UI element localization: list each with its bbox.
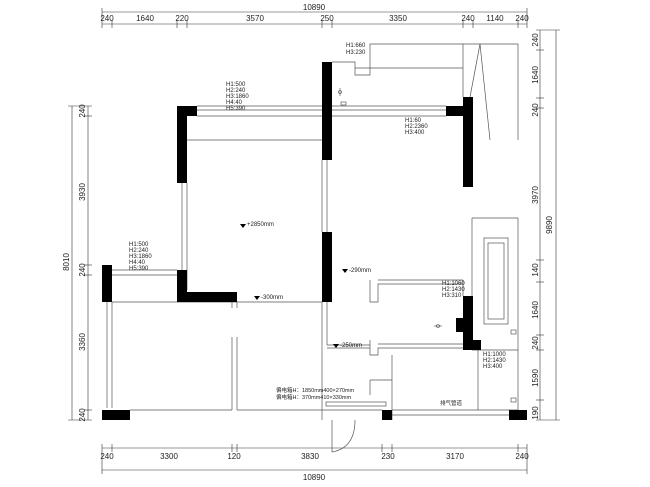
annotation-line: H2:1430 xyxy=(483,358,506,364)
annotation-line: H3:1860 xyxy=(226,94,249,100)
notes: 偏电箱H：1850mm400×270mm 偏电箱H：370mm410×330mm… xyxy=(276,386,463,407)
right-dim-4: 3970 xyxy=(531,186,540,204)
right-dim-6: 1640 xyxy=(531,301,540,319)
top-dim-9: 240 xyxy=(515,14,529,23)
annotation-line: H2:1430 xyxy=(442,287,465,293)
annotation-win-top-mid: H1:500 H2:240 H3:1860 H4:40 H5:390 xyxy=(226,82,249,112)
annotation-line: H3:400 xyxy=(405,130,425,136)
left-dim-2: 3930 xyxy=(78,183,87,201)
annotation-line: H4:40 xyxy=(226,100,243,106)
bottom-total-dim: 10890 xyxy=(303,473,326,482)
level-triangle-icon xyxy=(333,344,339,348)
annotation-line: H3:310 xyxy=(442,293,462,299)
annotation-line: H2:240 xyxy=(129,248,149,254)
fixtures xyxy=(338,88,517,403)
annotation-line: H5:390 xyxy=(226,106,246,112)
electric-box-note-1: 偏电箱H：1850mm400×270mm xyxy=(276,386,355,394)
left-dimension-line xyxy=(68,105,92,421)
top-dim-5: 250 xyxy=(320,14,334,23)
left-dim-4: 3360 xyxy=(78,333,87,351)
level-triangle-icon xyxy=(254,296,260,300)
bottom-dim-1: 240 xyxy=(100,452,114,461)
annotation-line: H1:1060 xyxy=(442,281,465,287)
right-dim-3: 240 xyxy=(531,103,540,117)
right-total-dim: 9890 xyxy=(545,216,554,234)
right-dim-8: 1590 xyxy=(531,369,540,387)
top-dim-7: 240 xyxy=(461,14,475,23)
right-dim-9: 190 xyxy=(531,406,540,420)
level-triangle-icon xyxy=(240,224,246,228)
annotation-line: H2:2360 xyxy=(405,124,428,130)
left-dim-labels: 240 3930 240 3360 240 xyxy=(78,104,87,422)
right-dimension-line xyxy=(536,29,560,421)
level-text: +2850mm xyxy=(247,222,274,228)
right-dim-7: 240 xyxy=(531,336,540,350)
annotation-win-kitchen: H1:1060 H2:1430 H3:310 xyxy=(442,281,465,299)
annotation-line: H1:500 xyxy=(129,242,149,248)
bottom-dim-7: 240 xyxy=(515,452,529,461)
level-marker-hall: -300mm xyxy=(254,295,283,301)
bottom-dim-2: 3300 xyxy=(160,452,178,461)
bottom-dim-5: 230 xyxy=(381,452,395,461)
structural-walls xyxy=(102,62,527,420)
right-dim-5: 140 xyxy=(531,263,540,277)
left-total-dim: 8010 xyxy=(62,253,71,271)
annotation-line: H4:40 xyxy=(129,260,146,266)
left-dim-5: 240 xyxy=(78,408,87,422)
bottom-dim-6: 3170 xyxy=(446,452,464,461)
annotation-line: H3:400 xyxy=(483,364,503,370)
level-marker-lower: -250mm xyxy=(333,343,362,349)
level-text: -250mm xyxy=(340,343,362,349)
top-dim-6: 3350 xyxy=(389,14,407,23)
bottom-dim-3: 120 xyxy=(227,452,241,461)
top-dim-3: 220 xyxy=(175,14,189,23)
level-text: -300mm xyxy=(261,295,283,301)
annotation-line: H2:240 xyxy=(226,88,246,94)
level-triangle-icon xyxy=(342,269,348,273)
top-dim-8: 1140 xyxy=(486,14,504,23)
top-dim-1: 240 xyxy=(100,14,114,23)
annotation-line: H1:60 xyxy=(405,118,422,124)
left-dim-3: 240 xyxy=(78,263,87,277)
left-dim-1: 240 xyxy=(78,104,87,118)
right-dim-1: 240 xyxy=(531,33,540,47)
bottom-dim-labels: 240 3300 120 3830 230 3170 240 xyxy=(100,452,529,461)
bottom-dimension-line xyxy=(101,444,528,474)
top-dim-2: 1640 xyxy=(136,14,154,23)
vent-note: 排气管道 xyxy=(440,399,463,407)
top-total-dim: 10890 xyxy=(303,3,326,12)
top-dim-labels: 240 1640 220 3570 250 3350 240 1140 240 xyxy=(100,14,529,23)
electric-box-note-2: 偏电箱H：370mm410×330mm xyxy=(276,393,351,401)
annotation-line: H1:1000 xyxy=(483,352,506,358)
level-marker-corridor: -290mm xyxy=(342,268,371,274)
top-dimension-line xyxy=(101,8,528,28)
annotation-win-right-room: H1:60 H2:2360 H3:400 xyxy=(405,118,428,136)
annotation-line: H1:500 xyxy=(226,82,246,88)
annotation-win-left: H1:500 H2:240 H3:1860 H4:40 H5:390 xyxy=(129,242,152,272)
top-dim-4: 3570 xyxy=(246,14,264,23)
annotation-line: H5:390 xyxy=(129,266,149,272)
annotation-win-bath: H1:1000 H2:1430 H3:400 xyxy=(483,352,506,370)
annotation-line: H3:230 xyxy=(346,50,366,56)
level-text: -290mm xyxy=(349,268,371,274)
thin-walls xyxy=(106,43,519,453)
level-marker-center: +2850mm xyxy=(240,222,274,228)
right-dim-2: 1640 xyxy=(531,66,540,84)
annotation-line: H3:1860 xyxy=(129,254,152,260)
right-dim-labels: 240 1640 240 3970 140 1640 240 1590 190 xyxy=(531,33,540,420)
annotation-win-top-right: H1:660 H3:230 xyxy=(346,43,366,56)
annotation-line: H1:660 xyxy=(346,43,366,49)
bottom-dim-4: 3830 xyxy=(301,452,319,461)
